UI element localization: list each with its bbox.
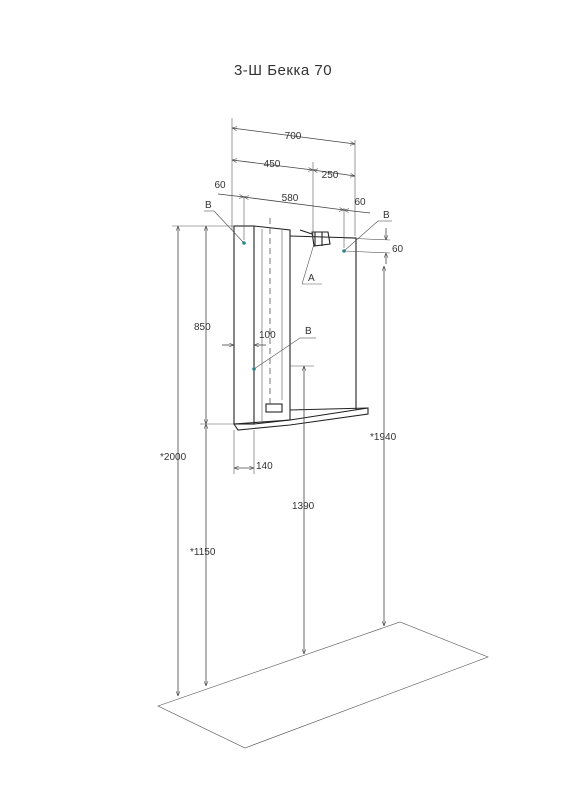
callout-a: A (308, 273, 315, 284)
dim-100: 100 (259, 330, 276, 341)
dim-580: 580 (282, 193, 299, 204)
dim-450: 450 (264, 159, 281, 170)
dim-60-left: 60 (214, 180, 226, 191)
dim-140: 140 (256, 461, 273, 472)
floor-plate (157, 621, 489, 749)
callout-b-left: B (205, 200, 212, 211)
dim-850: 850 (194, 322, 211, 333)
dim-1390: 1390 (292, 501, 315, 512)
dim-60-right: 60 (354, 197, 366, 208)
dim-250: 250 (322, 170, 339, 181)
mirror-cabinet (233, 225, 369, 431)
dim-2000: *2000 (160, 452, 187, 463)
dim-1940: *1940 (370, 432, 397, 443)
product-title: 3-Ш Бекка 70 (233, 62, 333, 79)
dim-1150: *1150 (190, 547, 216, 558)
dim-60-vertical: 60 (392, 244, 404, 255)
dim-700: 700 (285, 131, 302, 142)
light-fixture (299, 229, 331, 247)
callout-b-center: B (305, 326, 312, 337)
callout-b-right: B (383, 210, 390, 221)
